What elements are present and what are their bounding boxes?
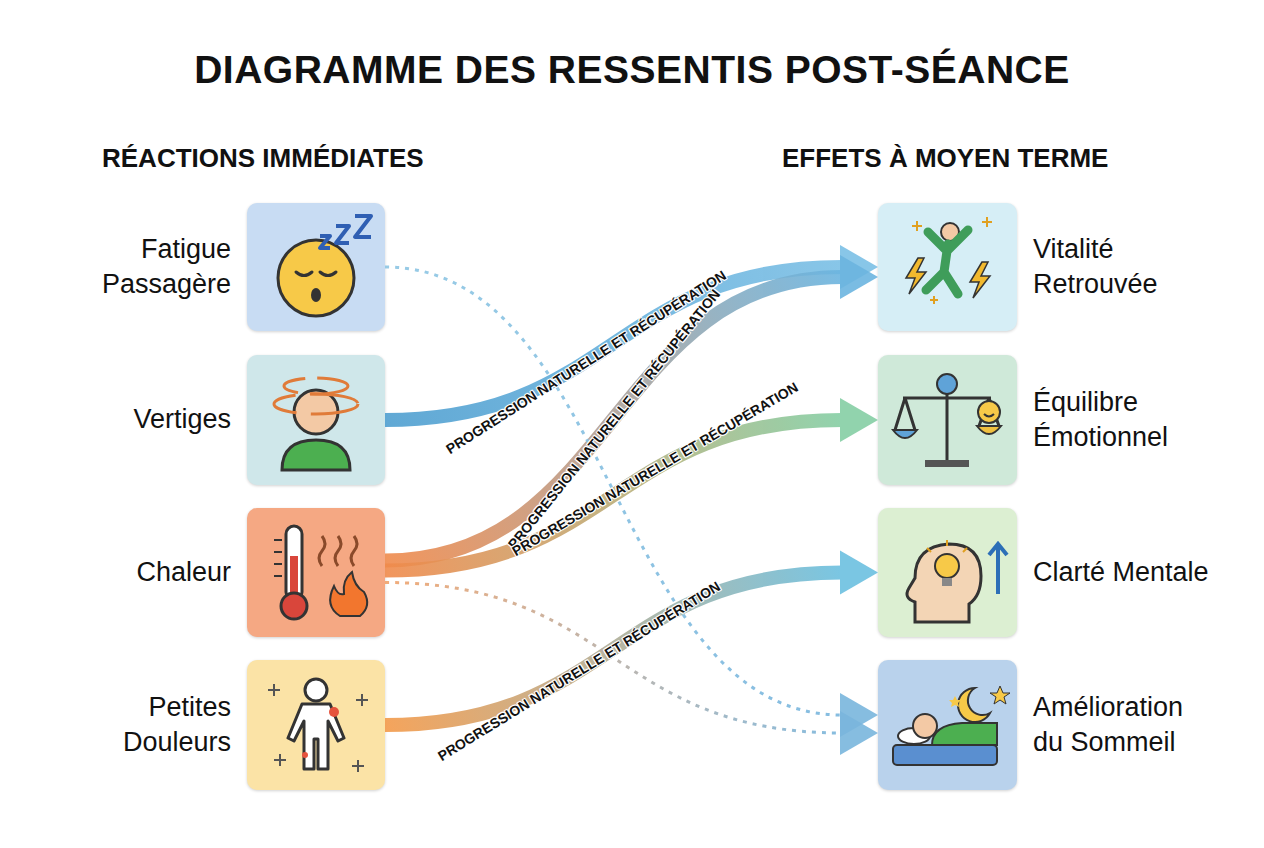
icon-box: Vitalité Retrouvée (878, 203, 1017, 331)
arrow-head (840, 711, 878, 755)
node-label: Vertiges (91, 402, 231, 437)
icon-box: Équilibre Émotionnel (878, 355, 1017, 485)
flow-arrow (385, 255, 878, 561)
icon-box: Fatigue Passagère (247, 203, 385, 331)
flow-arrow (385, 267, 878, 737)
icon-box: Petites Douleurs (247, 660, 385, 790)
column-header: EFFETS À MOYEN TERME (782, 143, 1108, 174)
node-label: Fatigue Passagère (91, 232, 231, 302)
node-label: Clarté Mentale (1033, 555, 1218, 590)
icon-box: Chaleur (247, 508, 385, 637)
icon-box: Clarté Mentale (878, 508, 1017, 637)
icon-box: Amélioration du Sommeil (878, 660, 1017, 790)
diagram-title: DIAGRAMME DES RESSENTIS POST-SÉANCE (0, 48, 1264, 92)
column-header: RÉACTIONS IMMÉDIATES (102, 143, 424, 174)
edge-label: PROGRESSION NATURELLE ET RÉCUPÉRATION (435, 578, 723, 764)
node-label: Petites Douleurs (91, 690, 231, 760)
arrow-head (840, 255, 878, 299)
node-label: Vitalité Retrouvée (1033, 232, 1218, 302)
icon-box: Vertiges (247, 355, 385, 485)
arrow-head (840, 551, 878, 595)
node-label: Amélioration du Sommeil (1033, 690, 1218, 760)
arrow-head (840, 398, 878, 442)
edge-label: PROGRESSION NATURELLE ET RÉCUPÉRATION (443, 267, 729, 457)
node-label: Chaleur (91, 555, 231, 590)
flow-arrow (385, 583, 878, 756)
edge-label: PROGRESSION NATURELLE ET RÉCUPÉRATION (510, 379, 801, 559)
node-label: Équilibre Émotionnel (1033, 385, 1218, 455)
edge-label: PROGRESSION NATURELLE ET RÉCUPÉRATION (504, 286, 723, 552)
